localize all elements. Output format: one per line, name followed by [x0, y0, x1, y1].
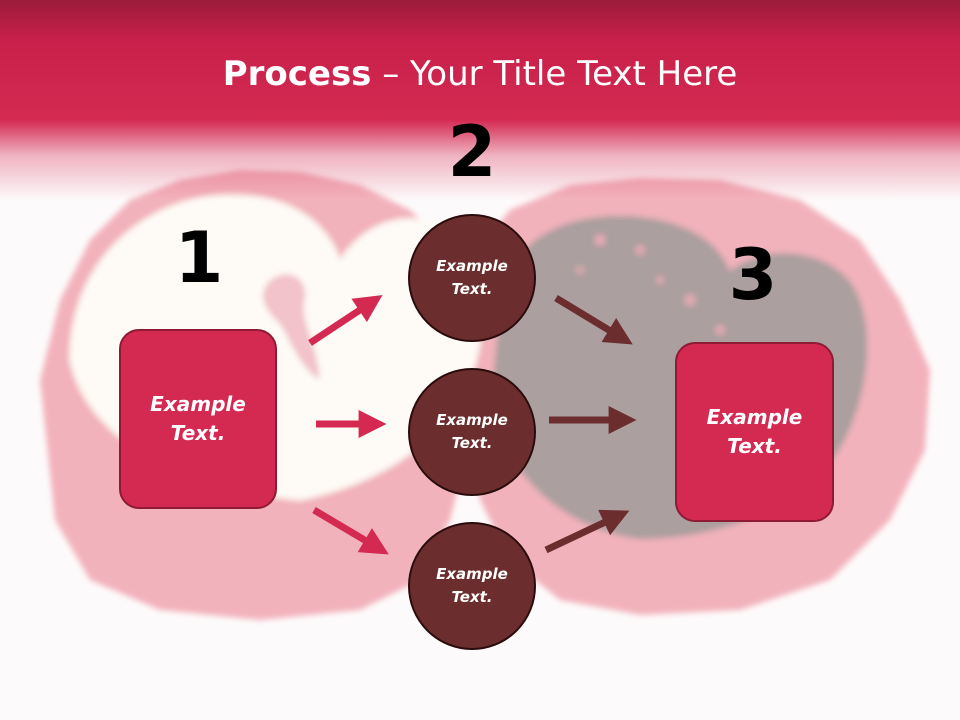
arrow-down-right-brown [554, 295, 633, 345]
title-rest: – Your Title Text Here [371, 54, 738, 94]
right-process-box: Example Text. [675, 342, 834, 522]
circle-top-text: Example Text. [436, 257, 508, 298]
step-number-1: 1 [174, 217, 224, 299]
circle-middle: Example Text. [408, 368, 536, 496]
left-box-text: Example Text. [150, 392, 246, 445]
left-process-box: Example Text. [119, 329, 277, 509]
arrow-up-right-red [308, 295, 383, 346]
title-bar [0, 0, 960, 200]
circle-top: Example Text. [408, 214, 536, 342]
circle-bottom-text: Example Text. [436, 565, 508, 606]
slide-title: Process – Your Title Text Here [0, 52, 960, 96]
circle-bottom: Example Text. [408, 522, 536, 650]
title-bold-word: Process [222, 54, 372, 94]
arrow-up-right-brown [544, 509, 630, 554]
step-number-3: 3 [728, 234, 778, 316]
arrow-down-right-red [312, 506, 389, 555]
step-number-2: 2 [447, 111, 497, 193]
right-box-text: Example Text. [706, 405, 803, 458]
circle-middle-text: Example Text. [436, 411, 508, 452]
